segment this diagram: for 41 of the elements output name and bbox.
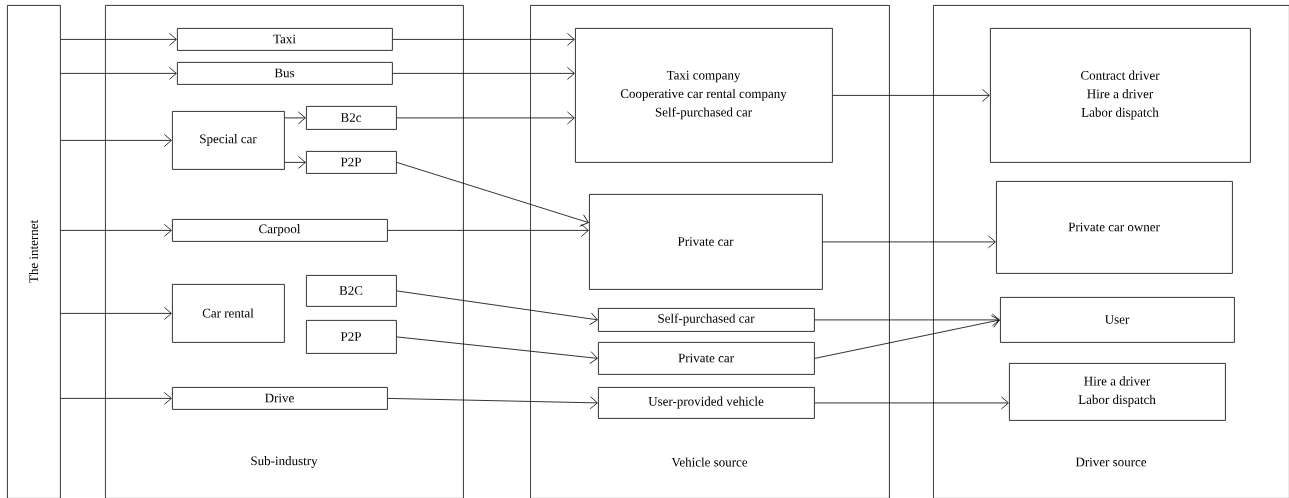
process-box: P2P xyxy=(306,320,397,354)
process-box: Private car xyxy=(598,342,815,375)
arrow xyxy=(60,307,172,320)
process-box: Taxi xyxy=(177,28,393,51)
process-box: Special car xyxy=(172,111,285,170)
arrow xyxy=(392,67,575,80)
process-box: Contract driver Hire a driver Labor dispatch xyxy=(990,28,1251,163)
arrow xyxy=(60,33,177,46)
arrow xyxy=(392,33,575,46)
process-box: Drive xyxy=(172,387,388,410)
arrow xyxy=(387,224,589,237)
arrow xyxy=(60,392,172,405)
arrow xyxy=(832,89,990,102)
process-box: Bus xyxy=(177,62,393,85)
arrow xyxy=(396,336,598,364)
band-box: The internet xyxy=(7,5,61,498)
process-box: B2C xyxy=(306,275,397,307)
arrow xyxy=(284,156,306,169)
process-box: P2P xyxy=(306,151,397,174)
arrow xyxy=(387,396,598,410)
arrow xyxy=(60,134,172,147)
arrow xyxy=(822,235,996,249)
process-box: User-provided vehicle xyxy=(598,387,815,419)
process-box: B2c xyxy=(306,106,397,130)
arrow xyxy=(60,67,177,80)
process-box: Car rental xyxy=(172,284,285,343)
process-box: Taxi company Cooperative car rental company Self-purchased car xyxy=(575,28,833,163)
process-box: Self-purchased car xyxy=(598,308,815,332)
arrow xyxy=(396,290,598,326)
arrow xyxy=(396,111,575,125)
process-box: User xyxy=(1000,297,1235,343)
arrow xyxy=(814,396,1009,410)
process-box: Hire a driver Labor dispatch xyxy=(1009,363,1226,421)
arrow xyxy=(814,315,1000,359)
process-box: Carpool xyxy=(172,219,388,242)
arrow xyxy=(814,313,1000,327)
arrow xyxy=(60,224,172,237)
process-box: Private car xyxy=(589,194,823,290)
arrow xyxy=(284,111,306,125)
arrow xyxy=(396,162,589,227)
process-box: Private car owner xyxy=(996,181,1233,274)
